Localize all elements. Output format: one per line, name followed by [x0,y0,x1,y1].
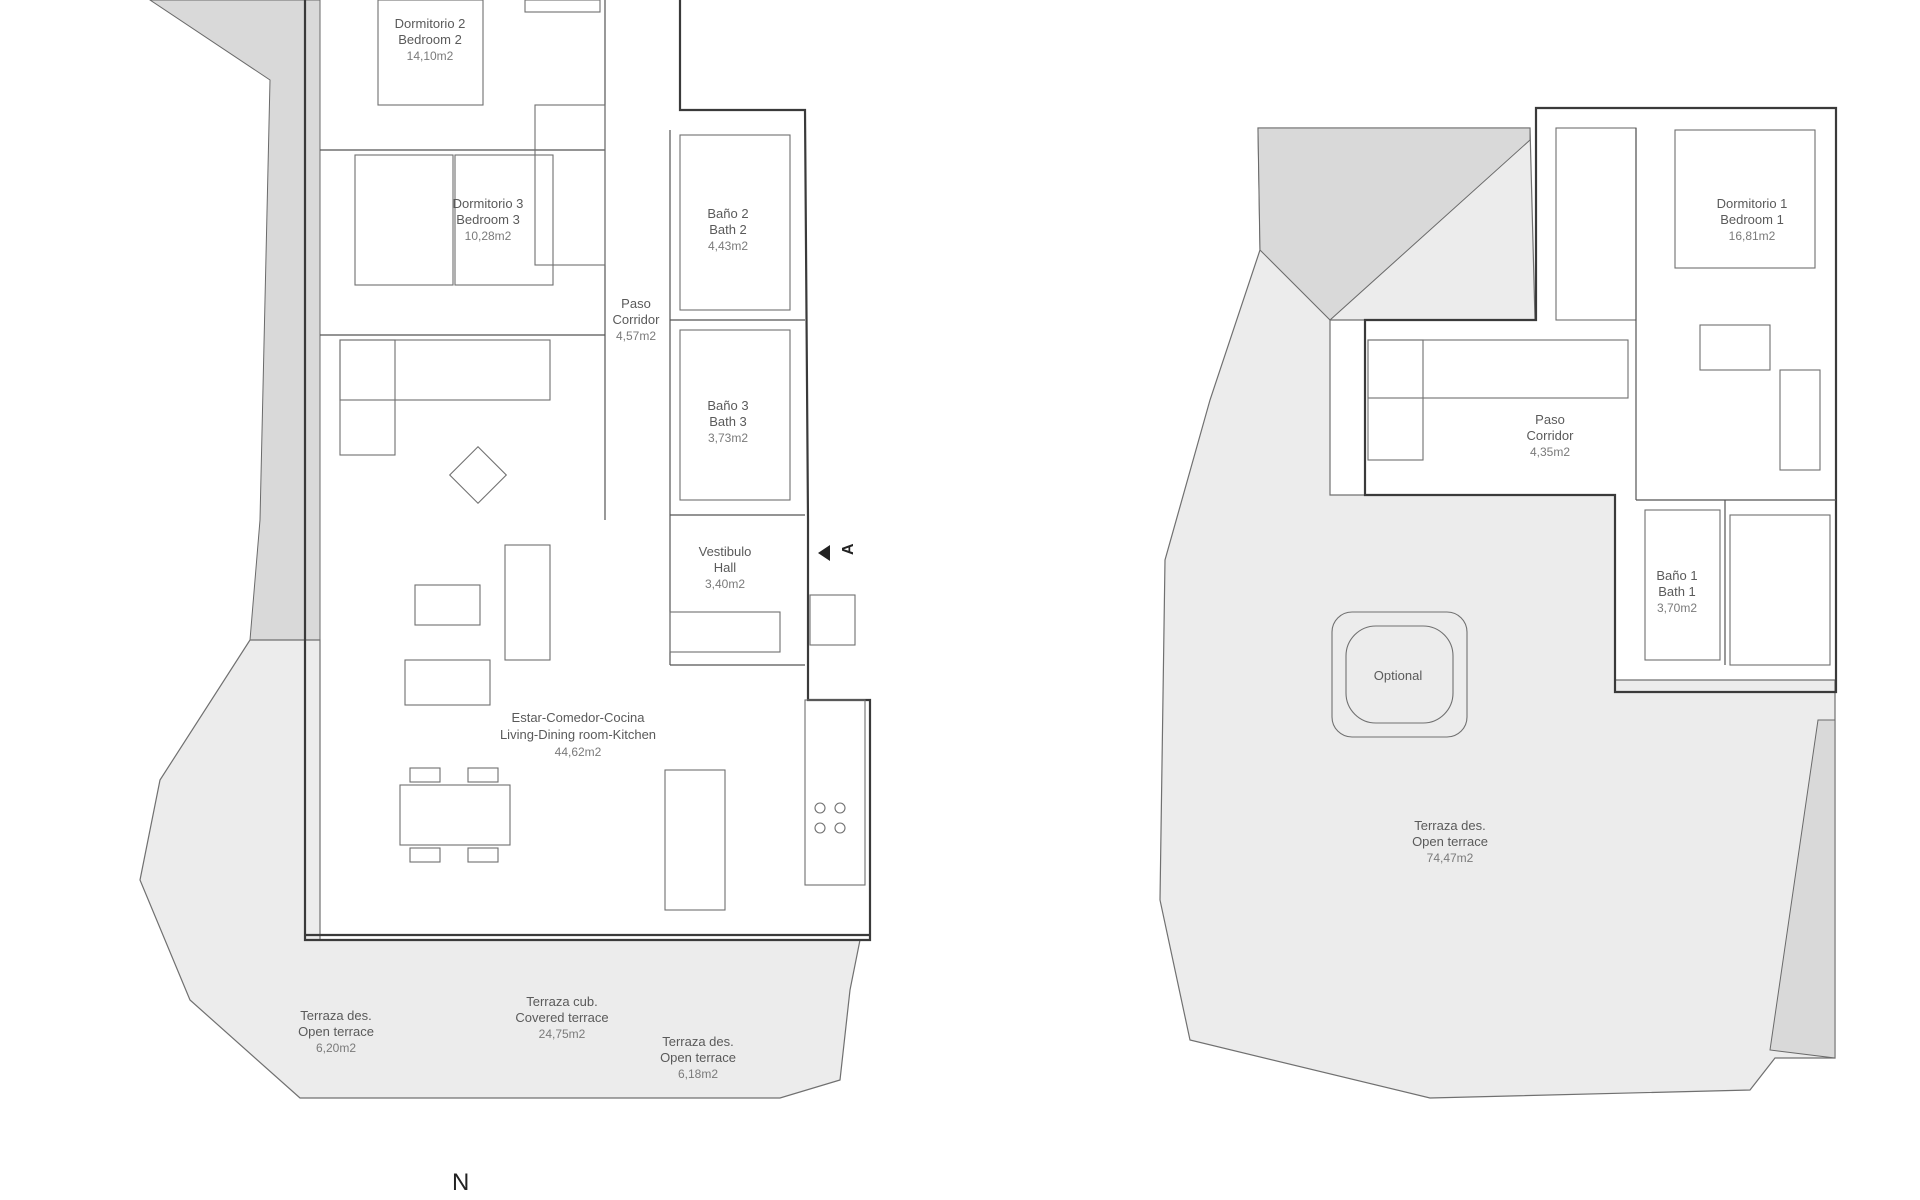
room-label-hall: Vestibulo Hall 3,40m2 [699,544,752,591]
svg-text:3,40m2: 3,40m2 [705,577,745,591]
gravel-strip-upper [1257,127,1531,321]
svg-text:Dormitorio 3: Dormitorio 3 [453,196,524,211]
room-label-bath-2: Baño 2 Bath 2 4,43m2 [707,206,748,253]
terrace-upper [1159,127,1836,1099]
svg-text:Terraza des.: Terraza des. [662,1034,734,1049]
svg-text:Terraza cub.: Terraza cub. [526,994,598,1009]
svg-text:Paso: Paso [1535,412,1565,427]
room-label-bedroom-2: Dormitorio 2 Bedroom 2 14,10m2 [395,16,466,63]
svg-text:Bath 1: Bath 1 [1658,584,1696,599]
svg-text:Baño 3: Baño 3 [707,398,748,413]
svg-text:3,70m2: 3,70m2 [1657,601,1697,615]
room-label-bath-3: Baño 3 Bath 3 3,73m2 [707,398,748,445]
svg-text:Vestibulo: Vestibulo [699,544,752,559]
ground-floor-outer-walls [303,0,872,942]
svg-text:Paso: Paso [621,296,651,311]
svg-text:Open terrace: Open terrace [1412,834,1488,849]
svg-text:6,18m2: 6,18m2 [678,1067,718,1081]
svg-text:16,81m2: 16,81m2 [1729,229,1776,243]
room-label-open-terrace-west: Terraza des. Open terrace 6,20m2 [298,1008,374,1055]
upper-floor-outer-walls [1363,106,1838,694]
svg-text:Baño 2: Baño 2 [707,206,748,221]
terrace-ground [139,639,861,1099]
svg-text:3,73m2: 3,73m2 [708,431,748,445]
jacuzzi-label: Optional [1374,668,1423,683]
svg-text:Corridor: Corridor [613,312,661,327]
ground-floor-plan: A Dormitorio 2 Bedroom 2 14,10m2 Dormito… [139,0,872,1099]
svg-text:Estar-Comedor-Cocina: Estar-Comedor-Cocina [512,710,646,725]
svg-text:Baño 1: Baño 1 [1656,568,1697,583]
north-label: N [452,1169,469,1196]
svg-text:Dormitorio 1: Dormitorio 1 [1717,196,1788,211]
svg-text:6,20m2: 6,20m2 [316,1041,356,1055]
svg-text:74,47m2: 74,47m2 [1427,851,1474,865]
room-label-corridor-upper: Paso Corridor 4,35m2 [1527,412,1575,459]
svg-text:Terraza des.: Terraza des. [1414,818,1486,833]
svg-text:4,43m2: 4,43m2 [708,239,748,253]
room-label-bedroom-1: Dormitorio 1 Bedroom 1 16,81m2 [1717,196,1788,243]
svg-text:4,35m2: 4,35m2 [1530,445,1570,459]
upper-floor-plan: Optional Dormitorio 1 Bedroom 1 16,81m2 … [1159,106,1838,1099]
svg-text:Bedroom 2: Bedroom 2 [398,32,462,47]
svg-text:Hall: Hall [714,560,737,575]
room-label-open-terrace-east: Terraza des. Open terrace 6,18m2 [660,1034,736,1081]
svg-text:Bedroom 1: Bedroom 1 [1720,212,1784,227]
entry-arrow-icon [818,545,830,561]
room-label-bedroom-3: Dormitorio 3 Bedroom 3 10,28m2 [453,196,524,243]
svg-text:Open terrace: Open terrace [298,1024,374,1039]
svg-text:4,57m2: 4,57m2 [616,329,656,343]
svg-text:14,10m2: 14,10m2 [407,49,454,63]
jacuzzi [1331,611,1468,738]
svg-text:44,62m2: 44,62m2 [555,745,602,759]
svg-text:Bedroom 3: Bedroom 3 [456,212,520,227]
gravel-strip-east [1769,719,1836,1059]
svg-text:Terraza des.: Terraza des. [300,1008,372,1023]
entry-marker: A [840,543,857,555]
room-label-open-terrace-upper: Terraza des. Open terrace 74,47m2 [1412,818,1488,865]
svg-text:Covered terrace: Covered terrace [515,1010,608,1025]
svg-text:Bath 2: Bath 2 [709,222,747,237]
svg-text:24,75m2: 24,75m2 [539,1027,586,1041]
svg-text:10,28m2: 10,28m2 [465,229,512,243]
svg-text:Open terrace: Open terrace [660,1050,736,1065]
gravel-strip-west [149,0,321,641]
svg-text:Dormitorio 2: Dormitorio 2 [395,16,466,31]
room-label-bath-1: Baño 1 Bath 1 3,70m2 [1656,568,1697,615]
room-label-corridor-ground: Paso Corridor 4,57m2 [613,296,661,343]
svg-text:Bath 3: Bath 3 [709,414,747,429]
room-label-covered-terrace: Terraza cub. Covered terrace 24,75m2 [515,994,608,1041]
svg-text:Corridor: Corridor [1527,428,1575,443]
svg-text:Living-Dining room-Kitchen: Living-Dining room-Kitchen [500,727,656,742]
room-label-living-dining-kitchen: Estar-Comedor-Cocina Living-Dining room-… [500,710,656,759]
